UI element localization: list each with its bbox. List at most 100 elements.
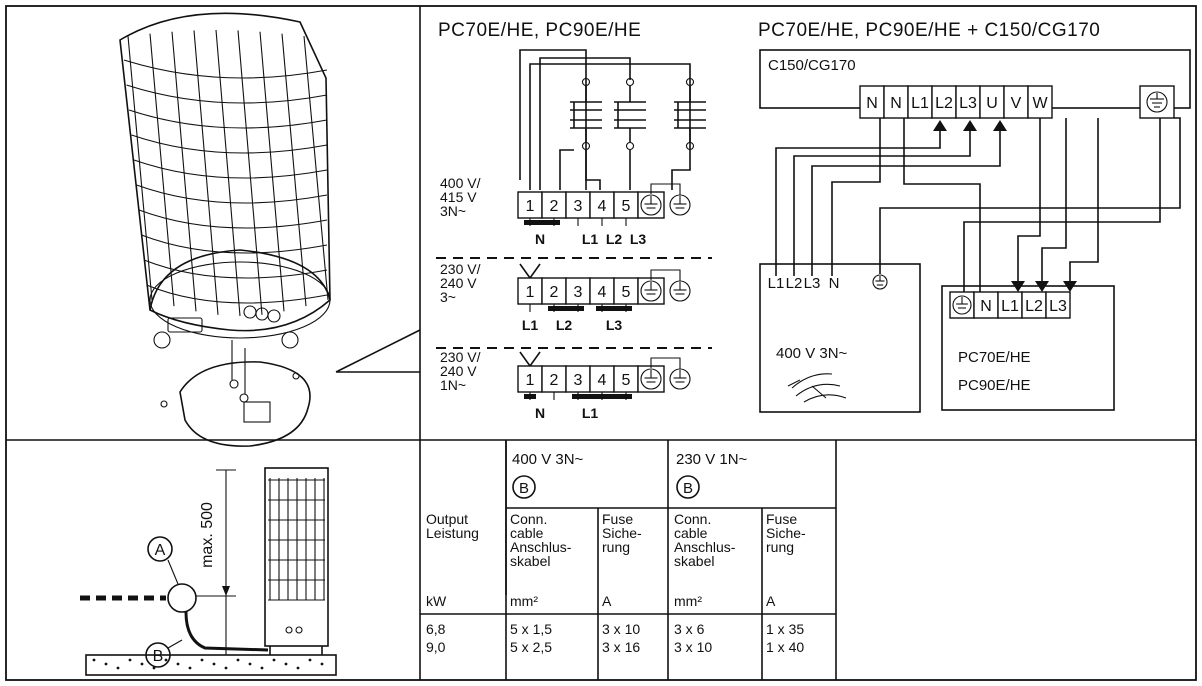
table-supply-header: 400 V 3N~: [512, 451, 584, 468]
controller-terminal: N: [890, 95, 902, 112]
terminal-number: 2: [550, 198, 559, 215]
table-col-cable: Anschlus-: [674, 539, 736, 555]
config-phase-label: L2: [606, 231, 623, 247]
config-voltage-label: 415 V: [440, 189, 477, 205]
table-col-cable: skabel: [510, 553, 550, 569]
table-cell: 3 x 10: [674, 639, 712, 655]
table-unit: mm²: [510, 593, 538, 609]
table-col-cable: cable: [674, 525, 708, 541]
config-phase-label: L1: [522, 317, 539, 333]
table-col-cable: cable: [510, 525, 544, 541]
svg-text:B: B: [683, 480, 693, 497]
terminal-number: 4: [598, 284, 607, 301]
controller-terminal: L3: [959, 95, 977, 112]
terminal-number: 5: [622, 198, 631, 215]
config-voltage-label: 3~: [440, 289, 456, 305]
table-col-fuse: Siche-: [766, 525, 806, 541]
terminal-number: 5: [622, 284, 631, 301]
wiring-diagram-with-controller: PC70E/HE, PC90E/HE + C150/CG170 C150/CG1…: [758, 20, 1191, 413]
heater-terminal-box: [941, 285, 1115, 411]
terminal-number: 3: [574, 198, 583, 215]
terminal-number: 5: [622, 372, 631, 389]
config-phase-label: N: [535, 405, 545, 421]
table-supply-header: 230 V 1N~: [676, 451, 748, 468]
heater-model-2: PC90E/HE: [958, 377, 1031, 394]
heater-terminal: N: [980, 298, 992, 315]
callout-a: [147, 536, 173, 562]
controller-terminal: L2: [935, 95, 953, 112]
heater-illustration: [119, 12, 421, 447]
table-cell: 1 x 40: [766, 639, 804, 655]
config-voltage-label: 230 V/: [440, 261, 481, 277]
diagram-title-left: PC70E/HE, PC90E/HE: [438, 20, 641, 41]
heater-terminal: L2: [1025, 298, 1043, 315]
config-phase-label: L1: [582, 231, 599, 247]
table-col-output: Leistung: [426, 525, 479, 541]
table-col-fuse: Siche-: [602, 525, 642, 541]
heater-terminal: L1: [1001, 298, 1019, 315]
table-col-fuse: rung: [602, 539, 630, 555]
config-phase-label: L2: [556, 317, 573, 333]
terminal-number: 1: [526, 284, 535, 301]
table-cell: 6,8: [426, 621, 446, 637]
supply-box: [759, 263, 921, 413]
terminal-number: 3: [574, 372, 583, 389]
table-col-cable: skabel: [674, 553, 714, 569]
table-cell: 5 x 2,5: [510, 639, 552, 655]
table-col-cable: Anschlus-: [510, 539, 572, 555]
dimension-label: max. 500: [199, 502, 216, 568]
table-col-cable: Conn.: [510, 511, 547, 527]
controller-terminal: W: [1032, 95, 1048, 112]
supply-label: 400 V 3N~: [776, 345, 848, 362]
table-callout-b: [512, 475, 536, 499]
controller-terminal: L1: [911, 95, 929, 112]
terminal-number: 1: [526, 198, 535, 215]
table-cell: 3 x 10: [602, 621, 640, 637]
table-cell: 9,0: [426, 639, 446, 655]
config-phase-label: L1: [582, 405, 599, 421]
controller-terminal: V: [1011, 95, 1022, 112]
table-cell: 3 x 6: [674, 621, 705, 637]
table-cell: 5 x 1,5: [510, 621, 552, 637]
controller-terminal: N: [866, 95, 878, 112]
table-cell: 1 x 35: [766, 621, 804, 637]
terminal-number: 3: [574, 284, 583, 301]
terminal-number: 2: [550, 284, 559, 301]
config-voltage-label: 1N~: [440, 377, 466, 393]
table-callout-b: [676, 475, 700, 499]
table-col-fuse: Fuse: [602, 511, 633, 527]
config-voltage-label: 3N~: [440, 203, 466, 219]
table-col-output: Output: [426, 511, 468, 527]
supply-terminal: L3: [804, 275, 821, 292]
table-unit: kW: [426, 593, 447, 609]
table-col-cable: Conn.: [674, 511, 711, 527]
config-voltage-label: 400 V/: [440, 175, 481, 191]
table-cell: 3 x 16: [602, 639, 640, 655]
controller-terminal: U: [986, 95, 998, 112]
terminal-number: 4: [598, 372, 607, 389]
terminal-number: 2: [550, 372, 559, 389]
table-unit: A: [602, 593, 612, 609]
supply-terminal: L2: [786, 275, 803, 292]
config-phase-label: N: [535, 231, 545, 247]
table-unit: mm²: [674, 593, 702, 609]
table-col-fuse: rung: [766, 539, 794, 555]
outer-frame: [5, 5, 1197, 681]
heater-grid: [123, 29, 329, 317]
config-voltage-label: 240 V: [440, 363, 477, 379]
svg-text:A: A: [155, 542, 166, 559]
heater-terminal: L3: [1049, 298, 1067, 315]
config-voltage-label: 240 V: [440, 275, 477, 291]
installation-detail: max. 500 A B: [80, 467, 337, 676]
svg-text:B: B: [153, 648, 164, 665]
diagram-title-right: PC70E/HE, PC90E/HE + C150/CG170: [758, 20, 1100, 41]
table-unit: A: [766, 593, 776, 609]
supply-terminal: N: [829, 275, 840, 292]
heater-model-1: PC70E/HE: [958, 349, 1031, 366]
terminal-number: 4: [598, 198, 607, 215]
